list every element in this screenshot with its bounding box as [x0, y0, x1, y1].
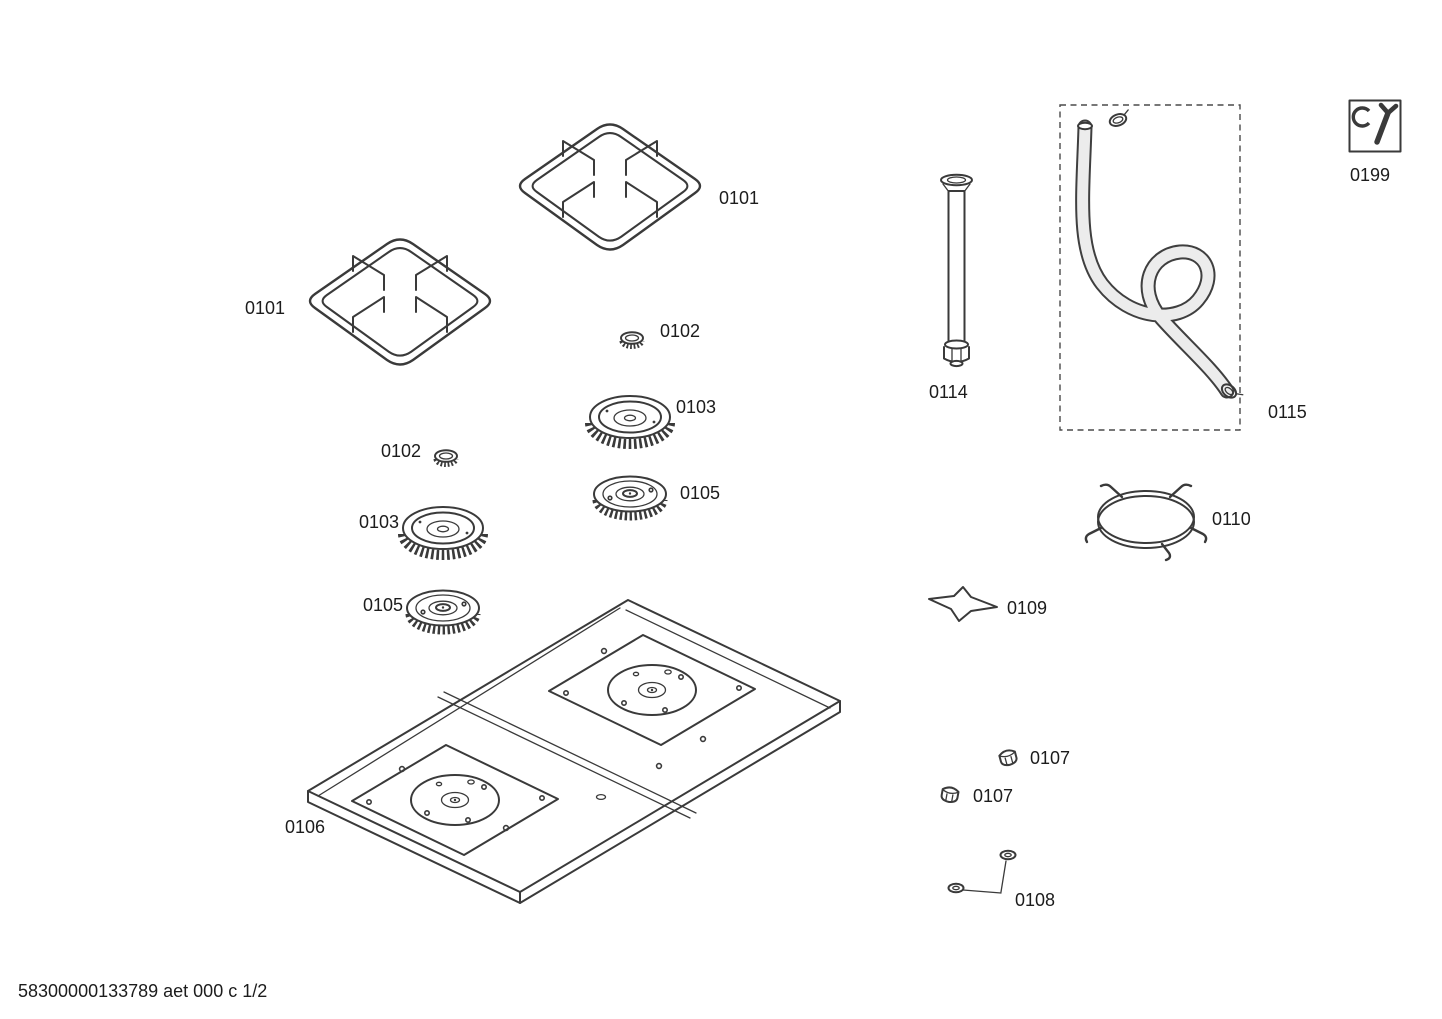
callout-0105-right: 0105 [680, 483, 720, 503]
callout-0106: 0106 [285, 817, 325, 837]
callout-0199: 0199 [1350, 165, 1390, 185]
callout-0108: 0108 [1015, 890, 1055, 910]
callout-0102-left: 0102 [381, 441, 421, 461]
callout-0103-left: 0103 [359, 512, 399, 532]
washer-set-drawing [947, 849, 1017, 894]
burner-cap-right-drawing [621, 332, 643, 346]
burner-base-left-drawing [407, 591, 479, 631]
callout-0107-upper: 0107 [1030, 748, 1070, 768]
cooktop-panel-drawing [307, 599, 841, 904]
pan-support-upper-drawing [520, 125, 700, 250]
callout-0101-lower: 0101 [245, 298, 285, 318]
gas-hose-drawing [1059, 104, 1244, 431]
wrench-icon [1374, 102, 1399, 145]
callout-0103-right: 0103 [676, 397, 716, 417]
burner-base-right-drawing [594, 477, 666, 517]
callout-0101-upper: 0101 [719, 188, 759, 208]
knob-lower-drawing [939, 785, 961, 805]
callout-0109: 0109 [1007, 598, 1047, 618]
callout-0102-right: 0102 [660, 321, 700, 341]
burner-ring-left-drawing [403, 507, 483, 555]
wok-ring-drawing [1084, 483, 1208, 562]
pan-support-lower-drawing [310, 240, 490, 365]
burner-ring-right-drawing [590, 396, 670, 444]
callout-0107-lower: 0107 [973, 786, 1013, 806]
hose-clamp-top [1108, 109, 1129, 127]
callout-0105-left: 0105 [363, 595, 403, 615]
inlet-pipe-drawing [940, 173, 973, 368]
callout-0110: 0110 [1212, 509, 1251, 529]
callout-0114: 0114 [929, 382, 968, 402]
installation-kit-icon [1348, 99, 1402, 153]
burner-cap-left-drawing [435, 450, 457, 464]
cross-pan-support-drawing [928, 586, 998, 622]
document-code: 58300000133789 aet 000 c 1/2 [18, 981, 267, 1001]
knob-upper-drawing [997, 747, 1019, 768]
callout-0115: 0115 [1268, 402, 1307, 422]
bolt-icon [1351, 106, 1371, 128]
gas-hose-frame [1059, 104, 1241, 431]
hose-clamp-bottom [1220, 383, 1244, 399]
